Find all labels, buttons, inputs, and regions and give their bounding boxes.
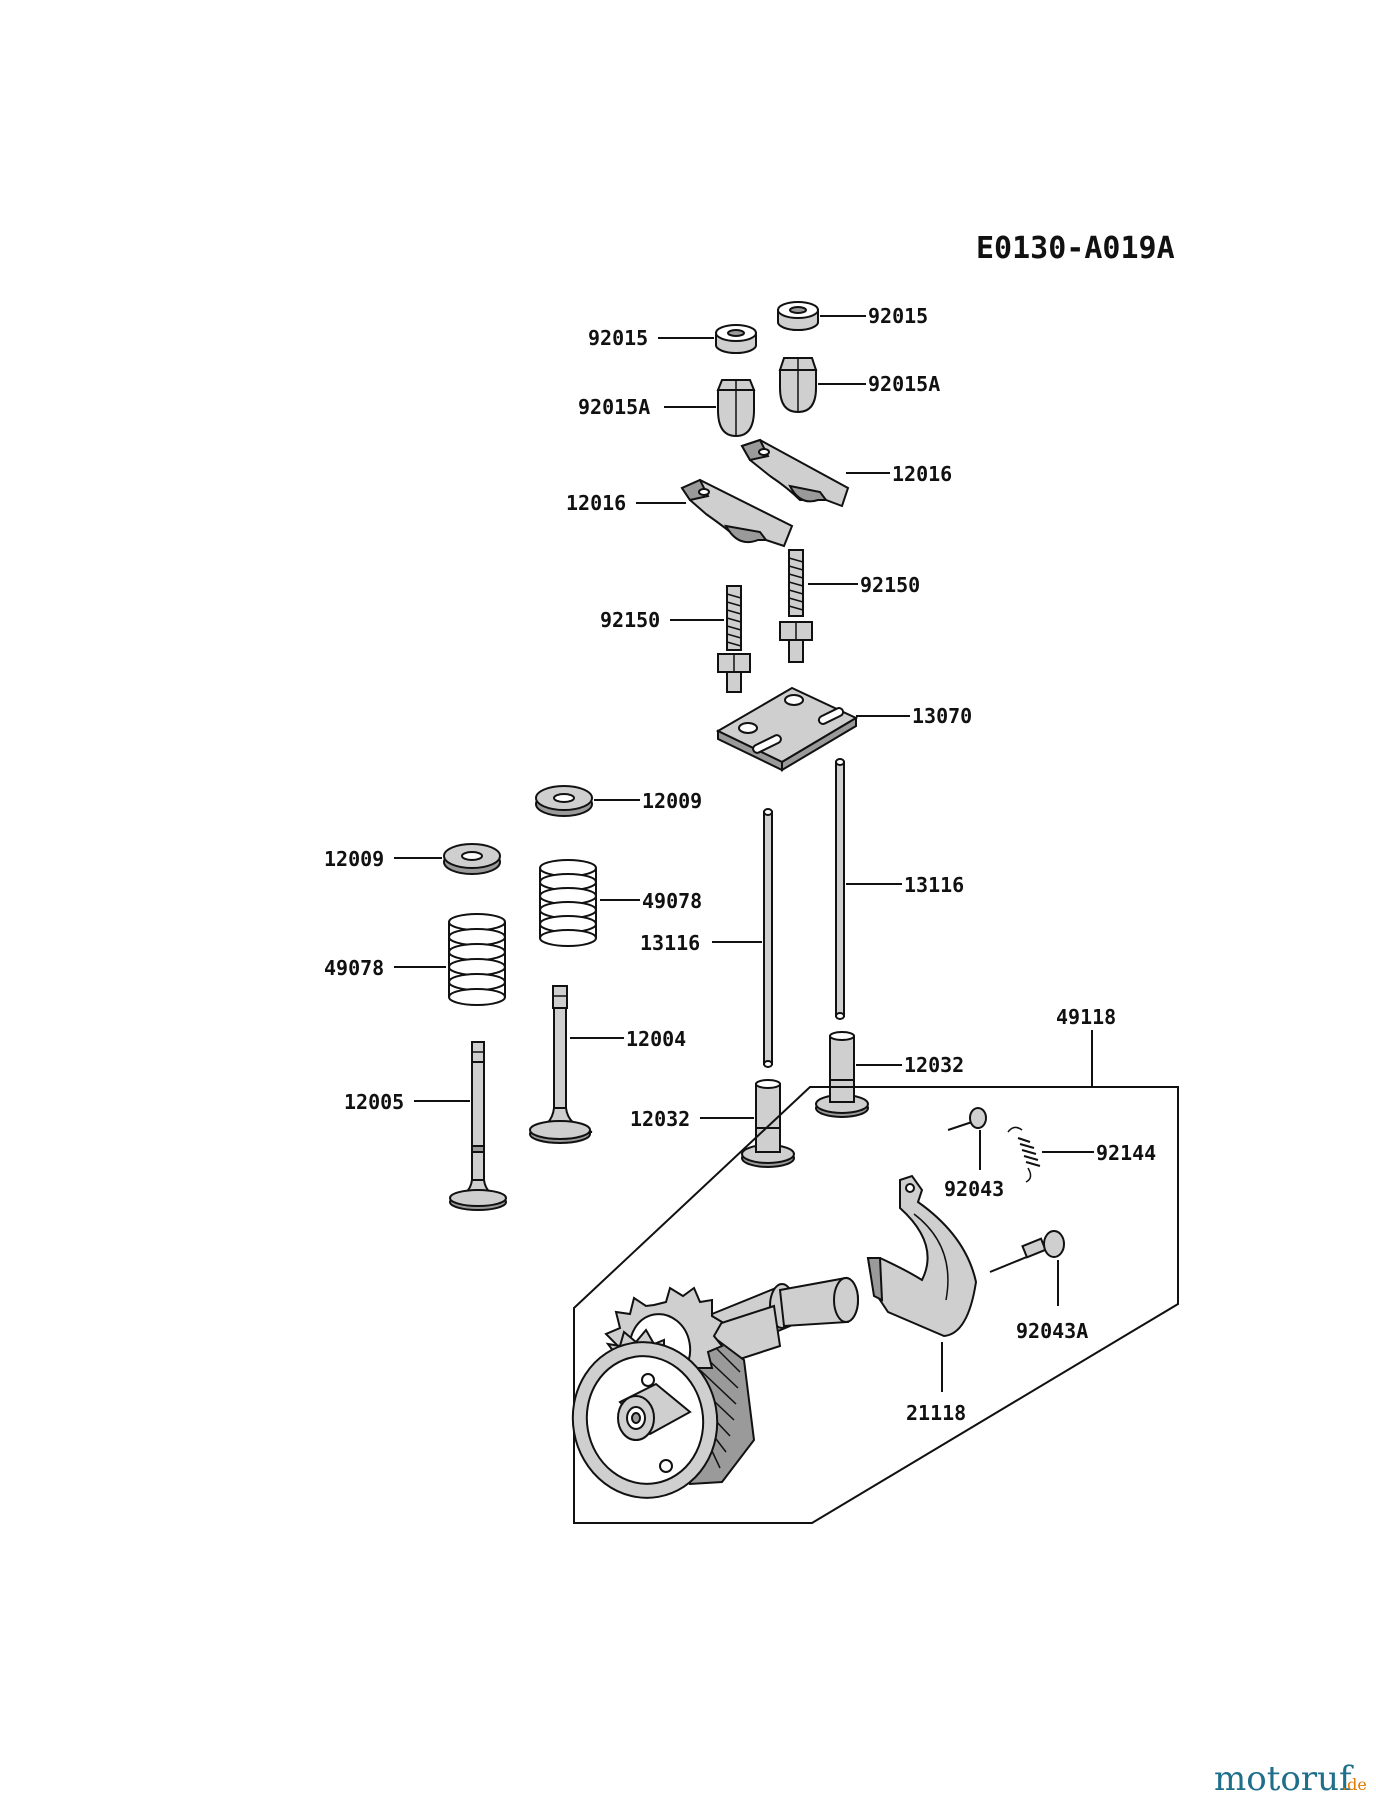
label-nut-right: 92015 bbox=[868, 304, 928, 328]
spring-right[interactable] bbox=[539, 859, 597, 947]
label-pin: 92043 bbox=[944, 1177, 1004, 1201]
push-rod-left[interactable] bbox=[763, 808, 773, 1068]
label-retainer-lower: 12009 bbox=[324, 847, 384, 871]
exhaust-valve[interactable] bbox=[529, 985, 593, 1144]
label-stud-right: 92150 bbox=[860, 573, 920, 597]
label-cap-nut-right: 92015A bbox=[868, 372, 940, 396]
guide-plate[interactable] bbox=[715, 686, 859, 772]
label-stud-left: 92150 bbox=[600, 608, 660, 632]
label-spring-left: 49078 bbox=[324, 956, 384, 980]
label-camshaft-assy: 49118 bbox=[1056, 1005, 1116, 1029]
label-bolt: 92043A bbox=[1016, 1319, 1088, 1343]
watermark: motoruf .de bbox=[1214, 1759, 1367, 1799]
tappet-left[interactable] bbox=[741, 1079, 795, 1168]
label-governor-weight: 21118 bbox=[906, 1401, 966, 1425]
nut-right[interactable] bbox=[777, 301, 819, 331]
label-rocker-arm-right: 12016 bbox=[892, 462, 952, 486]
label-push-rod-left: 13116 bbox=[640, 931, 700, 955]
stud-right[interactable] bbox=[779, 549, 813, 663]
bolt[interactable] bbox=[989, 1230, 1065, 1273]
label-exhaust-valve: 12004 bbox=[626, 1027, 686, 1051]
rocker-arm-left[interactable] bbox=[680, 478, 794, 548]
label-tappet-right: 12032 bbox=[904, 1053, 964, 1077]
label-push-rod-right: 13116 bbox=[904, 873, 964, 897]
spring-left[interactable] bbox=[448, 913, 506, 1006]
nut-left[interactable] bbox=[715, 324, 757, 354]
label-cap-nut-left: 92015A bbox=[578, 395, 650, 419]
label-intake-valve: 12005 bbox=[344, 1090, 404, 1114]
intake-valve[interactable] bbox=[449, 1041, 507, 1211]
cap-nut-left[interactable] bbox=[716, 379, 756, 438]
label-spring-right: 49078 bbox=[642, 889, 702, 913]
pin[interactable] bbox=[947, 1107, 987, 1131]
tappet-right[interactable] bbox=[815, 1031, 869, 1118]
camshaft-assy-frame bbox=[573, 1086, 1179, 1524]
cap-nut-right[interactable] bbox=[778, 357, 818, 414]
label-spring-small: 92144 bbox=[1096, 1141, 1156, 1165]
retainer-upper[interactable] bbox=[535, 785, 593, 817]
rocker-arm-right[interactable] bbox=[740, 438, 850, 508]
watermark-main: motoruf bbox=[1214, 1759, 1354, 1799]
label-rocker-arm-left: 12016 bbox=[566, 491, 626, 515]
retainer-lower[interactable] bbox=[443, 843, 501, 875]
watermark-suffix: .de bbox=[1342, 1775, 1367, 1794]
label-retainer-upper: 12009 bbox=[642, 789, 702, 813]
diagram-code: E0130-A019A bbox=[976, 231, 1175, 266]
governor-weight[interactable] bbox=[866, 1174, 978, 1338]
label-guide-plate: 13070 bbox=[912, 704, 972, 728]
stud-left[interactable] bbox=[717, 585, 751, 693]
push-rod-right[interactable] bbox=[835, 758, 845, 1020]
label-nut-left: 92015 bbox=[588, 326, 648, 350]
label-tappet-left: 12032 bbox=[630, 1107, 690, 1131]
camshaft-gear[interactable] bbox=[561, 1276, 859, 1509]
spring-small[interactable] bbox=[1007, 1126, 1041, 1183]
